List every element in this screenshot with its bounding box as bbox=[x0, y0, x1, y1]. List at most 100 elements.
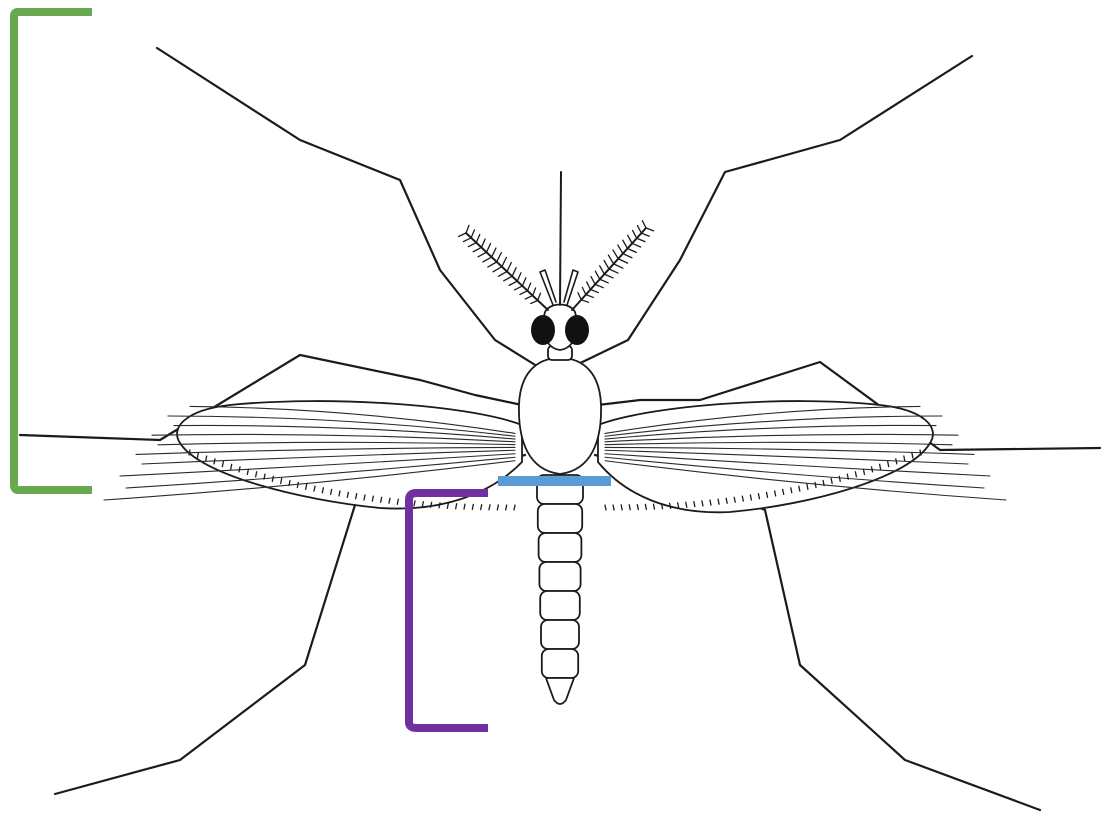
antenna-hair bbox=[525, 296, 532, 299]
antenna-hair bbox=[481, 239, 485, 247]
wing-fringe bbox=[497, 505, 498, 510]
left-compound-eye bbox=[531, 315, 555, 345]
wing-fringe bbox=[637, 505, 638, 510]
antenna-hair bbox=[614, 264, 623, 268]
antenna-hair bbox=[492, 248, 496, 257]
wing-fringe bbox=[629, 505, 630, 510]
antenna-hair bbox=[628, 249, 637, 253]
abdomen-segment bbox=[539, 533, 582, 562]
antenna-hair bbox=[613, 250, 618, 259]
right-hind-leg bbox=[595, 455, 1040, 810]
antenna-hair bbox=[483, 257, 492, 262]
antenna-hair bbox=[463, 238, 471, 242]
antenna-hair bbox=[623, 254, 632, 258]
antenna-hair bbox=[478, 252, 486, 257]
antenna-hair bbox=[600, 266, 605, 274]
antenna-hair bbox=[578, 293, 581, 300]
antenna-hair bbox=[637, 226, 641, 234]
antenna-hair bbox=[595, 271, 599, 279]
head bbox=[531, 305, 589, 351]
antenna-hair bbox=[637, 238, 645, 241]
wing-fringe bbox=[613, 505, 614, 510]
antenna-hair bbox=[604, 274, 613, 278]
antenna-hair bbox=[487, 244, 491, 253]
wing-fringe bbox=[605, 505, 606, 510]
abdomen-segment bbox=[540, 591, 580, 620]
proboscis bbox=[560, 172, 561, 305]
antenna-hair bbox=[586, 295, 594, 298]
antenna-hair bbox=[488, 262, 497, 267]
antenna-hair bbox=[609, 269, 618, 273]
antenna-hair bbox=[632, 243, 640, 247]
antenna-hair bbox=[502, 258, 507, 267]
antenna-hair bbox=[531, 300, 538, 303]
abdomen-segment bbox=[541, 620, 579, 649]
wing-fringe bbox=[506, 505, 507, 510]
antenna-hair bbox=[528, 283, 531, 291]
wing-fringe bbox=[472, 504, 473, 509]
antenna-hair bbox=[642, 221, 646, 228]
antenna-hair bbox=[498, 272, 507, 277]
wing-fringe bbox=[514, 505, 515, 510]
antenna-hair bbox=[538, 293, 541, 300]
antenna-hair bbox=[587, 282, 591, 290]
wing-fringe bbox=[481, 505, 482, 510]
wing-fringe bbox=[645, 504, 646, 509]
abdomen-segment bbox=[539, 562, 580, 591]
left-palp bbox=[540, 270, 556, 305]
antenna-hair bbox=[533, 288, 536, 296]
wing-fringe bbox=[653, 504, 654, 509]
antenna-hair bbox=[618, 259, 627, 263]
abdomen-segment bbox=[542, 649, 578, 678]
antenna-hair bbox=[473, 247, 481, 251]
antenna-hair bbox=[582, 287, 586, 294]
antenna-hair bbox=[618, 245, 623, 254]
antenna-hair bbox=[517, 273, 521, 281]
antenna-hair bbox=[581, 300, 588, 303]
right-front-leg bbox=[570, 56, 972, 368]
wing-fringe bbox=[621, 505, 622, 510]
antenna-hair bbox=[633, 230, 637, 238]
antenna-hair bbox=[493, 267, 502, 272]
antenna-hair bbox=[641, 233, 649, 236]
antenna-hair bbox=[608, 255, 613, 264]
abdomen-tip bbox=[546, 678, 574, 704]
right-compound-eye bbox=[565, 315, 589, 345]
thorax bbox=[519, 358, 601, 474]
antenna-hair bbox=[646, 228, 654, 231]
green-bracket bbox=[14, 12, 92, 490]
antenna-hair bbox=[623, 240, 628, 248]
purple-bracket bbox=[409, 493, 488, 728]
wing-fringe bbox=[447, 503, 448, 508]
antenna-hair bbox=[522, 278, 525, 286]
antenna-hair bbox=[515, 286, 523, 290]
right-palp bbox=[564, 270, 578, 305]
wing-fringe bbox=[464, 504, 465, 509]
antenna-hair bbox=[604, 260, 609, 269]
antenna-hair bbox=[459, 233, 466, 236]
left-antenna bbox=[459, 225, 548, 310]
antenna-hair bbox=[466, 225, 469, 233]
antenna-hair bbox=[471, 230, 474, 238]
antenna-hair bbox=[595, 284, 603, 287]
wing-fringe bbox=[456, 504, 457, 509]
abdomen-segment bbox=[538, 504, 582, 533]
antenna-hair bbox=[476, 234, 480, 242]
wing-fringe bbox=[489, 505, 490, 510]
antenna-hair bbox=[591, 290, 599, 293]
right-wing bbox=[598, 401, 1006, 512]
antenna-hair bbox=[520, 291, 528, 295]
antenna-hair bbox=[512, 268, 516, 277]
right-antenna bbox=[572, 221, 654, 310]
antenna-hair bbox=[509, 281, 517, 285]
antenna-hair bbox=[507, 263, 511, 272]
left-hind-leg bbox=[55, 455, 525, 794]
antenna-hair bbox=[504, 276, 512, 281]
antenna-hair bbox=[591, 277, 595, 285]
antenna-hair bbox=[468, 243, 476, 247]
abdomen bbox=[537, 475, 583, 704]
antenna-hair bbox=[497, 253, 502, 262]
antenna-hair bbox=[600, 279, 608, 283]
